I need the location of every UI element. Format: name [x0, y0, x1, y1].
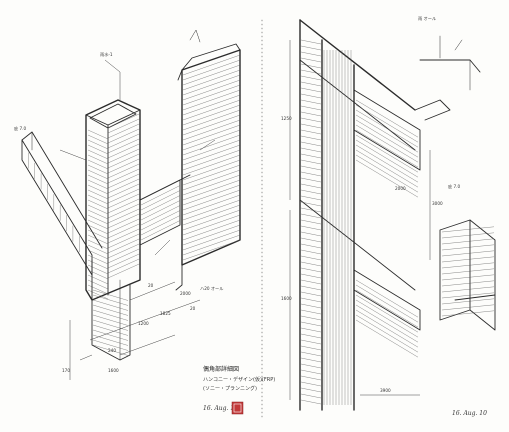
- right-note-side: 庇 7.0: [448, 183, 461, 190]
- right-slab: [175, 29, 241, 291]
- dim-label-6: 20: [148, 283, 154, 288]
- right-date: 16. Aug. 10: [452, 410, 487, 417]
- dim-label-4: 2000: [180, 291, 191, 296]
- dim-label-2: 1200: [138, 321, 149, 326]
- seal-stamp: [231, 401, 244, 415]
- left-isometric-drawing: 240 1200 1825 2000 170 20 20 1600 雨水-1 ハ…: [14, 29, 275, 415]
- top-coping: [419, 35, 481, 91]
- right-isometric-drawing: 1250 1600 3000 3900 2000 雨 オール 庇 7.0 16.…: [281, 16, 496, 417]
- left-dimensions: [69, 281, 201, 380]
- right-dimensions: [289, 40, 431, 400]
- left-caption-title: 偶角部詳細図: [203, 365, 239, 373]
- right-note-top: 雨 オール: [418, 16, 436, 22]
- left-note-beam: 庇 7.0: [14, 125, 27, 132]
- left-beam: [21, 131, 103, 276]
- left-leaders: [59, 59, 216, 256]
- inset-detail: [439, 219, 496, 331]
- left-caption-line-1: ハンコニー・デザイン(仮)(FRP): [203, 376, 275, 383]
- left-note-top: 雨水-1: [100, 51, 113, 58]
- right-dim-4: 3900: [380, 388, 391, 393]
- main-wall: [299, 19, 416, 411]
- dim-label-7: 20: [190, 306, 196, 311]
- left-date: 16. Aug. 10: [203, 405, 238, 412]
- right-dim-5: 2000: [395, 186, 406, 191]
- dim-label-8: 1600: [108, 368, 119, 373]
- right-dim-2: 1600: [281, 296, 292, 301]
- right-dim-1: 1250: [281, 116, 292, 121]
- central-column: [85, 99, 141, 301]
- lower-pier: [91, 259, 131, 361]
- left-note-right: ハ20 オール: [200, 286, 223, 291]
- dim-label-1: 240: [108, 348, 116, 353]
- dim-label-3: 1825: [160, 311, 171, 316]
- connecting-beam: [139, 174, 191, 246]
- left-caption-line-2: (ソニー・プランニング): [203, 385, 257, 392]
- pilaster: [321, 39, 355, 411]
- right-dim-3: 3000: [432, 201, 443, 206]
- lower-ledge: [353, 269, 421, 358]
- upper-projection: [353, 89, 451, 198]
- dim-label-5: 170: [62, 368, 70, 373]
